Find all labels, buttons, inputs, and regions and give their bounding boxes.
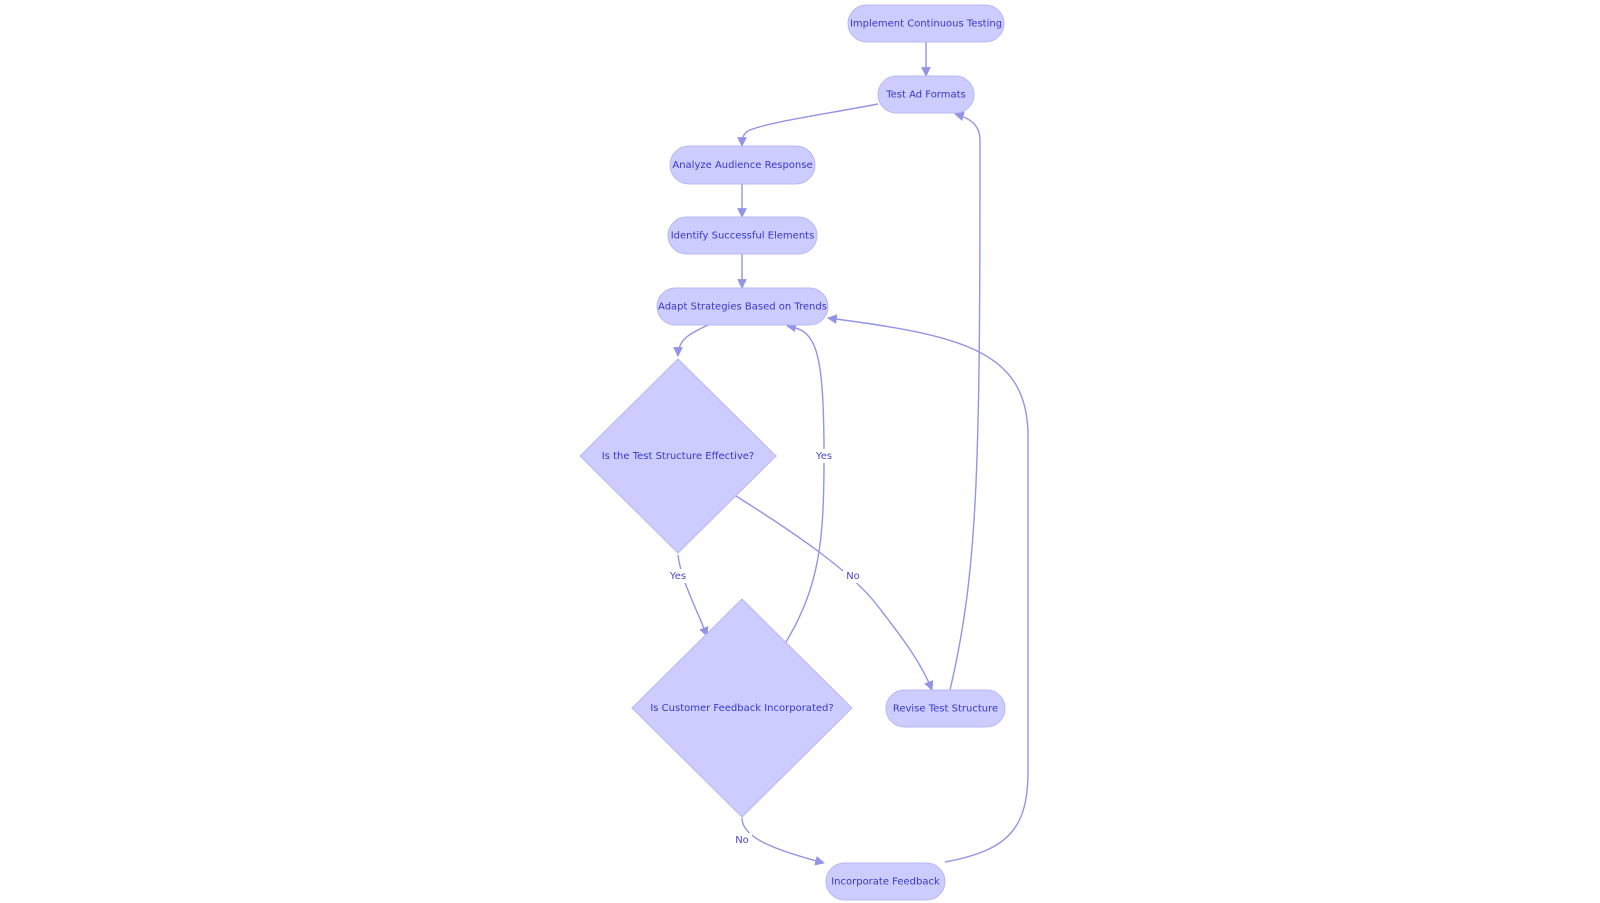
decision-label: Is Customer Feedback Incorporated?: [650, 703, 833, 714]
node-label: Test Ad Formats: [885, 90, 966, 101]
edge-q-structure-no-to-revise: [735, 495, 934, 691]
decision-label: Is the Test Structure Effective?: [602, 451, 754, 462]
node-label: Identify Successful Elements: [671, 231, 815, 242]
node-label: Incorporate Feedback: [831, 877, 940, 888]
edge-labels: Yes Yes No No: [666, 449, 863, 847]
node-label: Revise Test Structure: [893, 704, 998, 715]
node-incorporate-feedback[interactable]: Incorporate Feedback: [825, 862, 946, 901]
edge-label-q-feedback-yes: Yes: [815, 451, 832, 462]
edges: [673, 42, 1029, 866]
edge-label-q-structure-yes: Yes: [669, 571, 686, 582]
edge-q-structure-yes-to-q-feedback: [677, 554, 709, 637]
node-identify-successful-elements[interactable]: Identify Successful Elements: [667, 216, 818, 255]
edge-revise-to-test-ad: [949, 111, 981, 691]
node-label: Implement Continuous Testing: [850, 19, 1002, 30]
edge-q-feedback-no-to-incorporate: [741, 817, 825, 866]
edge-incorporate-to-adapt: [827, 314, 1029, 863]
node-label: Adapt Strategies Based on Trends: [658, 302, 827, 313]
nodes: Implement Continuous Testing Test Ad For…: [579, 4, 1006, 901]
edge-label-q-feedback-no: No: [735, 835, 749, 846]
node-implement-continuous-testing[interactable]: Implement Continuous Testing: [847, 4, 1005, 43]
node-label: Analyze Audience Response: [672, 160, 812, 171]
edge-test-ad-to-analyze: [737, 103, 879, 147]
node-revise-test-structure[interactable]: Revise Test Structure: [885, 689, 1006, 728]
node-test-ad-formats[interactable]: Test Ad Formats: [877, 75, 975, 114]
edge-adapt-to-q-structure: [673, 324, 709, 357]
edge-label-q-structure-no: No: [846, 571, 860, 582]
decision-customer-feedback-incorporated[interactable]: Is Customer Feedback Incorporated?: [631, 598, 853, 818]
node-adapt-strategies[interactable]: Adapt Strategies Based on Trends: [656, 287, 829, 326]
decision-test-structure-effective[interactable]: Is the Test Structure Effective?: [579, 358, 777, 554]
node-analyze-audience-response[interactable]: Analyze Audience Response: [669, 145, 816, 185]
edge-q-feedback-yes-to-adapt: [785, 322, 825, 643]
